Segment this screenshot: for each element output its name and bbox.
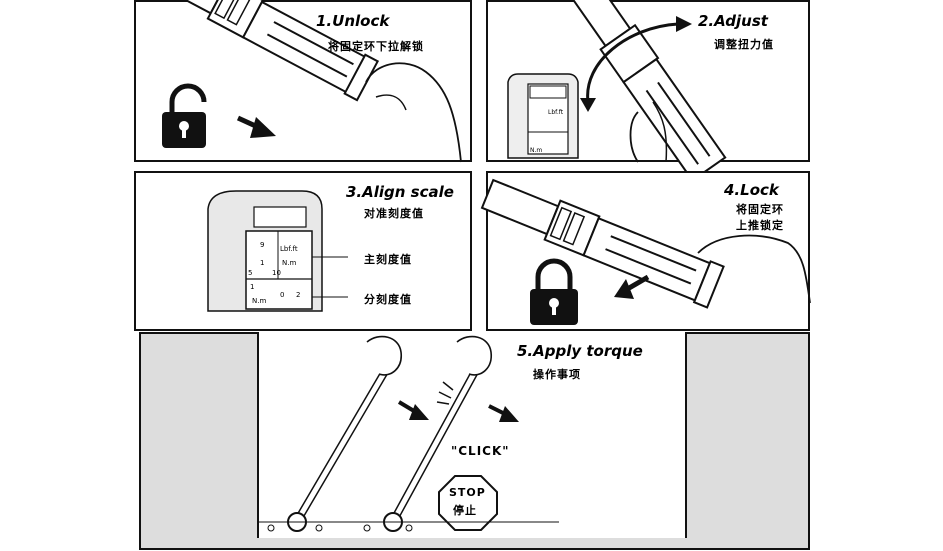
step-lock-panel: 4.Lock 将固定环 上推锁定 xyxy=(480,171,811,331)
stop-text-cn: 停止 xyxy=(453,504,477,517)
scale-num-1: 1 xyxy=(260,259,264,267)
adjust-unit-top: Lbf.ft xyxy=(548,109,564,116)
step-title: 5.Apply torque xyxy=(517,342,643,360)
step-subtitle-line2: 上推锁定 xyxy=(736,219,784,232)
step-subtitle: 操作事项 xyxy=(533,368,581,381)
step-torque-panel: 5.Apply torque 操作事项 "CLICK" STOP 停止 xyxy=(257,332,687,538)
arrow-icon xyxy=(614,274,650,299)
scale-unit-bottom: N.m xyxy=(252,297,266,305)
scale-unit-top: Lbf.ft xyxy=(280,245,298,253)
sub-scale-label: 分刻度值 xyxy=(364,293,412,306)
wrench-adjust-illustration: Lbf.ft N.m xyxy=(507,0,727,182)
step-subtitle-line1: 将固定环 xyxy=(736,203,784,216)
torque-illustration xyxy=(259,335,559,532)
scale-num-9: 9 xyxy=(260,241,264,249)
stop-sign-icon xyxy=(438,475,498,531)
step-title: 2.Adjust xyxy=(698,12,768,30)
step-align-panel: 9 Lbf.ft N.m 1 5 10 1 0 2 N.m 3.Align sc… xyxy=(134,171,472,331)
step-title: 3.Align scale xyxy=(346,183,454,201)
wrench-unlock-illustration xyxy=(138,0,462,163)
scale-num-10: 10 xyxy=(272,269,281,277)
scale-num-2: 2 xyxy=(296,291,300,299)
scale-num-1b: 1 xyxy=(250,283,254,291)
main-scale-label: 主刻度值 xyxy=(364,253,412,266)
arrow-icon xyxy=(236,115,276,138)
padlock-closed-icon xyxy=(530,258,578,325)
padlock-open-icon xyxy=(162,83,207,148)
step-subtitle: 对准刻度值 xyxy=(364,207,424,220)
wrench-lock-illustration xyxy=(480,178,811,325)
step-unlock-panel: 1.Unlock 将固定环下拉解锁 xyxy=(134,0,472,163)
step-subtitle: 调整扭力值 xyxy=(714,38,774,51)
step-subtitle: 将固定环下拉解锁 xyxy=(328,40,424,53)
click-text: "CLICK" xyxy=(451,444,510,458)
step-title: 1.Unlock xyxy=(316,12,390,30)
step-title: 4.Lock xyxy=(724,181,779,199)
scale-num-5: 5 xyxy=(248,269,252,277)
scale-unit-mid: N.m xyxy=(282,259,296,267)
scale-illustration: 9 Lbf.ft N.m 1 5 10 1 0 2 N.m xyxy=(207,190,348,312)
scale-num-0: 0 xyxy=(280,291,284,299)
step-adjust-panel: Lbf.ft N.m 2.Adjust 调整扭力值 xyxy=(486,0,810,182)
scale-window-mini: Lbf.ft N.m xyxy=(507,73,579,159)
stop-text: STOP xyxy=(449,486,486,499)
adjust-unit-bottom: N.m xyxy=(530,147,542,154)
